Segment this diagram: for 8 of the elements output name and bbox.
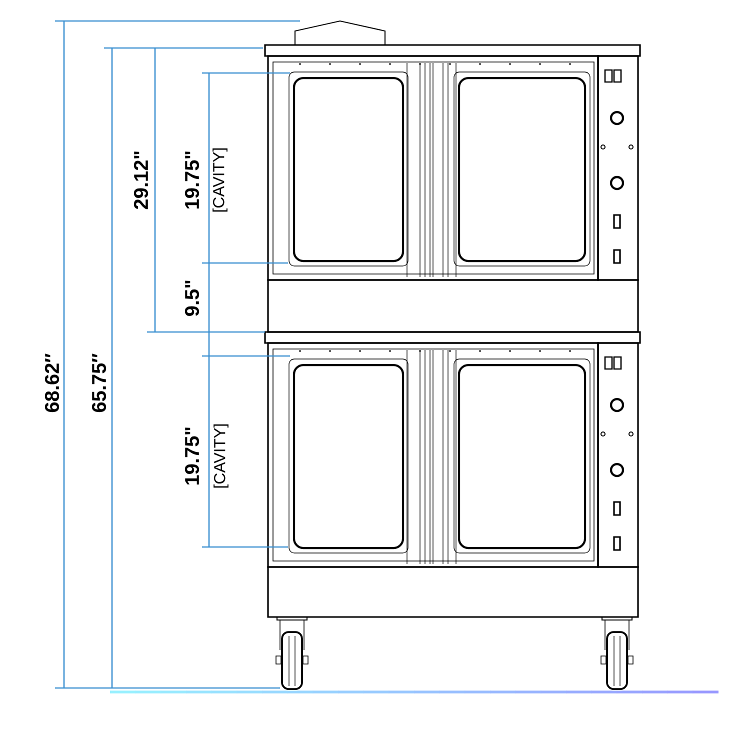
dimension-label: 9.5" — [184, 280, 200, 316]
dimension-label: 68.62″ — [44, 354, 60, 412]
dimension-label: [CAVITY] — [212, 148, 228, 212]
dimension-label: 65.75″ — [92, 354, 106, 412]
dimension-label: [CAVITY] — [214, 424, 228, 488]
dimension-label: 19.75" — [184, 428, 200, 485]
dimension-label: 29.12" — [134, 152, 148, 210]
dimension-label: 19.75" — [184, 152, 200, 209]
